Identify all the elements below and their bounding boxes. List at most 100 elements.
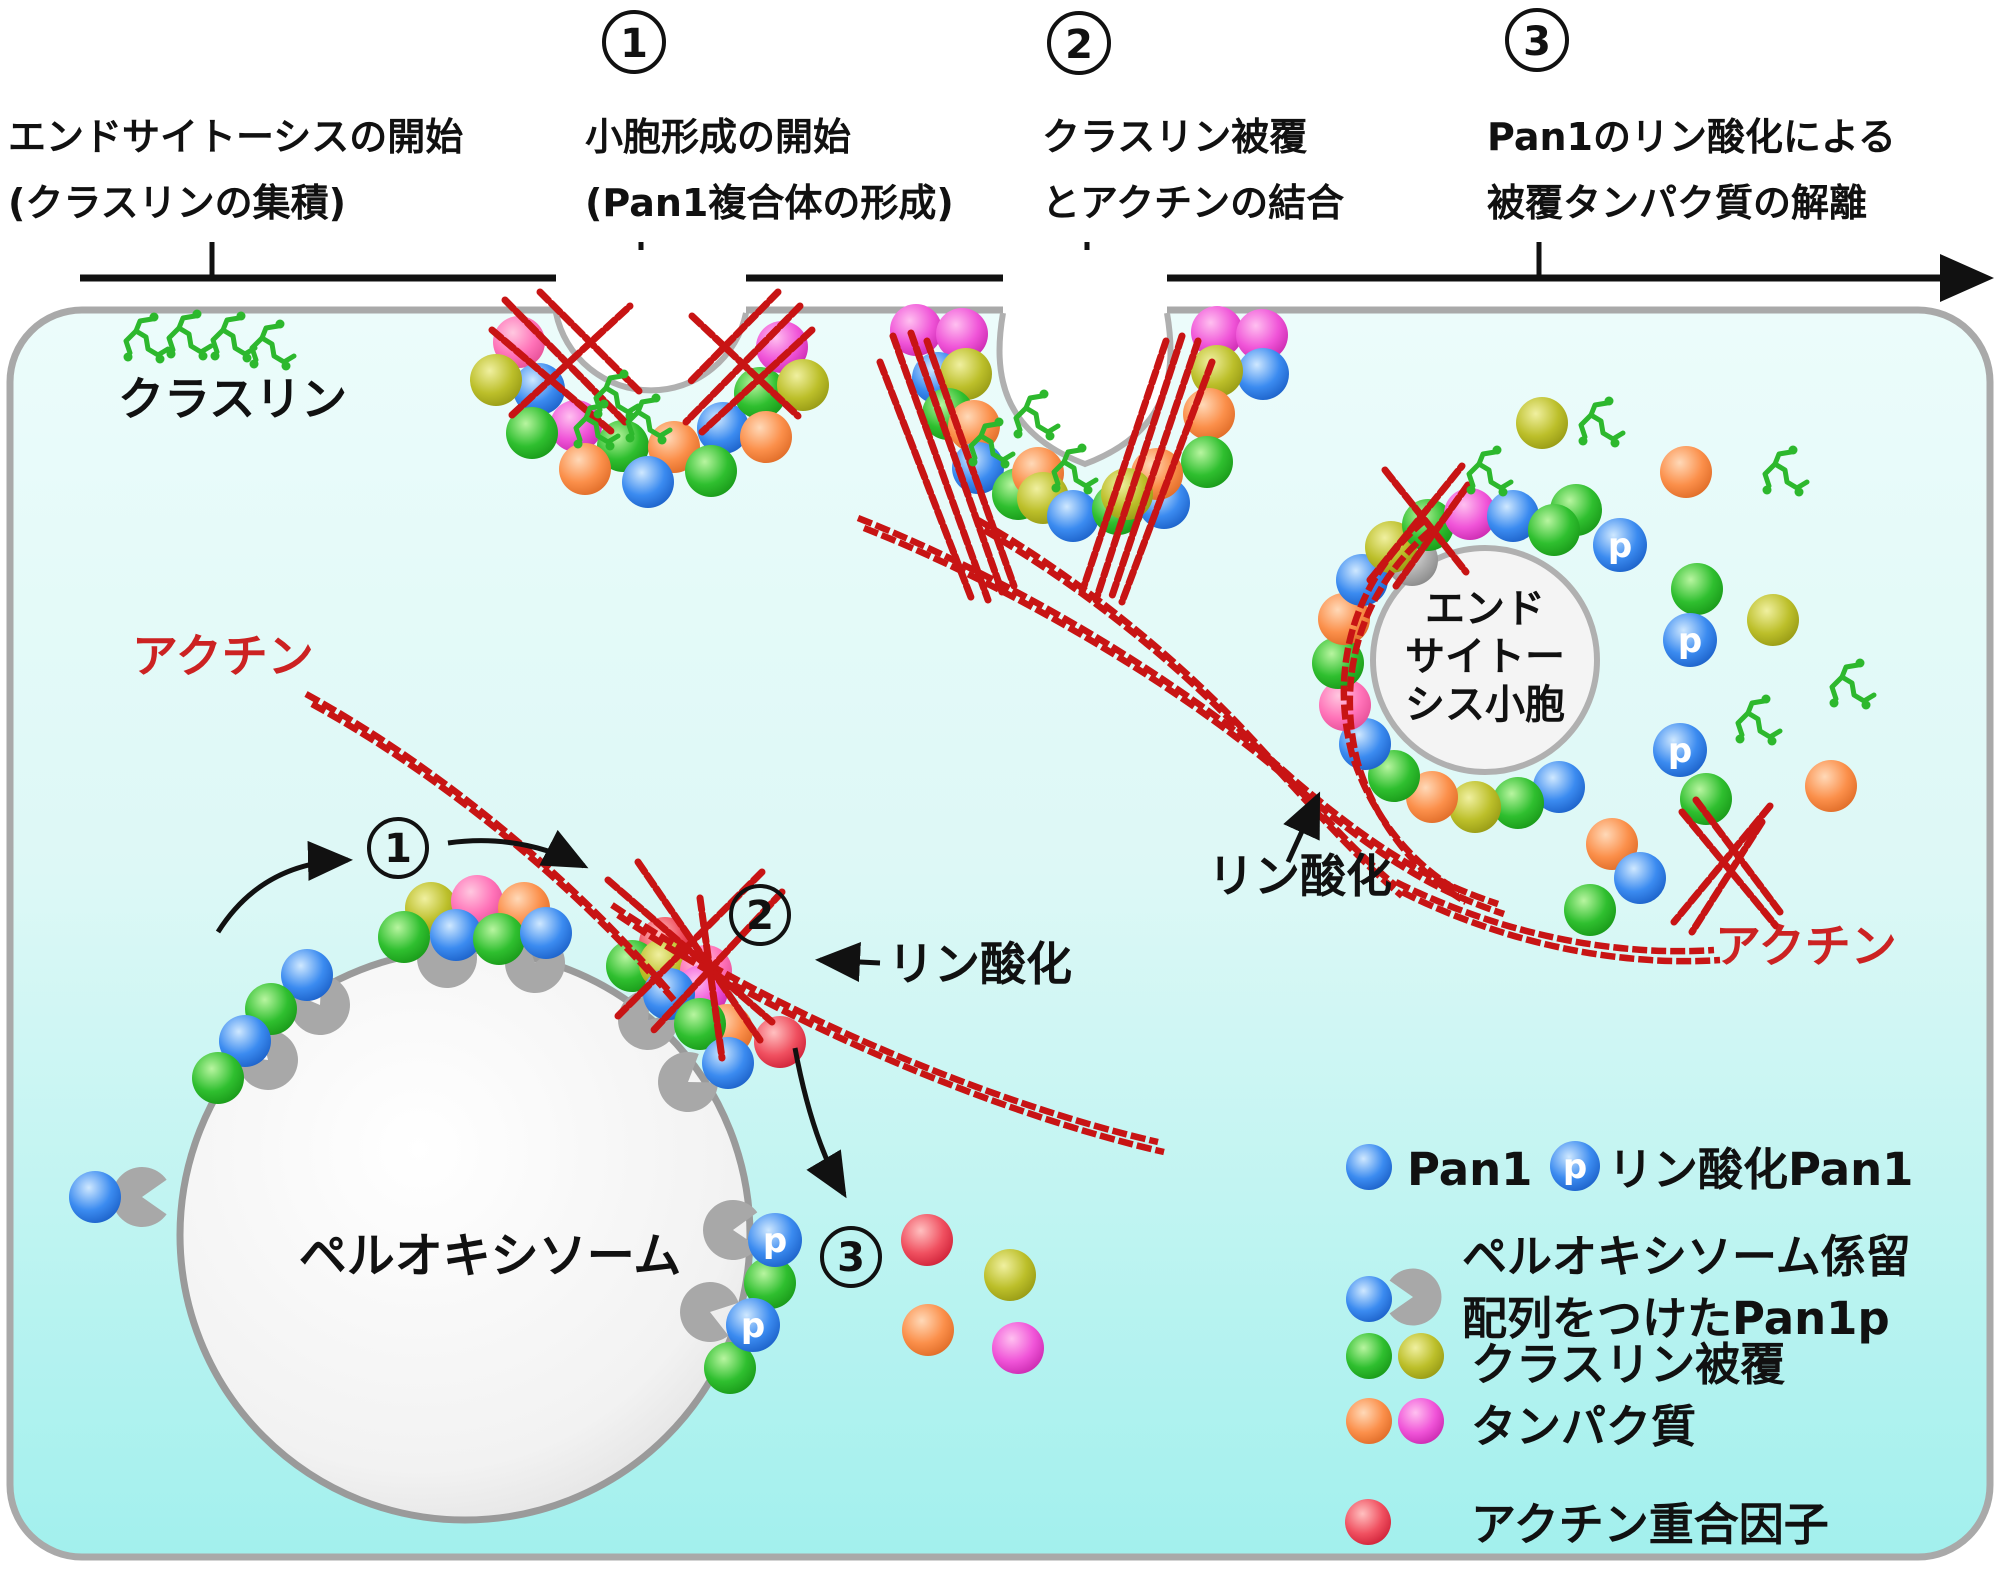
actin-bundle bbox=[876, 358, 976, 604]
p-glyph: p bbox=[1678, 621, 1702, 661]
pan1-ball bbox=[726, 1298, 780, 1352]
coated-pit-2 bbox=[999, 250, 1171, 464]
actin-filament bbox=[862, 524, 1506, 918]
protein-ball-green bbox=[378, 911, 430, 963]
legend-coat-magenta bbox=[1398, 1398, 1444, 1444]
phospho-pan1-ball: p bbox=[1653, 723, 1707, 777]
protein-ball-green bbox=[1680, 773, 1732, 825]
organelles: ペルオキシソーム エンド サイトー シス小胞 bbox=[176, 545, 1600, 1524]
protein-ball-blue bbox=[702, 1037, 754, 1089]
step-label-1: エンドサイトーシスの開始 (クラスリンの集積) bbox=[8, 115, 463, 225]
p-glyph: p bbox=[741, 1306, 765, 1346]
legend-phospho-pan1-label: リン酸化Pan1 bbox=[1608, 1143, 1914, 1196]
protein-ball-magenta bbox=[992, 1322, 1044, 1374]
actin-filaments bbox=[304, 288, 1784, 1156]
actin-filament bbox=[310, 701, 677, 1003]
actin-bundle bbox=[604, 876, 776, 1026]
actin-label-right: アクチン bbox=[1715, 919, 1897, 973]
actin-bundle bbox=[698, 326, 816, 436]
actin-bundle bbox=[907, 329, 1006, 596]
protein-ball-green bbox=[1528, 504, 1580, 556]
vesicle-label-line3: シス小胞 bbox=[1405, 682, 1565, 728]
phospho-pan1-ball: p bbox=[1593, 518, 1647, 572]
phosphorylation-label-mid: リン酸化 bbox=[888, 937, 1072, 991]
protein-ball-blue bbox=[520, 907, 572, 959]
p-glyph: p bbox=[1608, 526, 1632, 566]
protein-ball-blue bbox=[1533, 761, 1585, 813]
step-labels: エンドサイトーシスの開始 (クラスリンの集積) 1 小胞形成の開始 (Pan1複… bbox=[8, 8, 1896, 225]
step4-number-circle bbox=[1505, 8, 1569, 72]
step2-line2: (Pan1複合体の形成) bbox=[585, 181, 954, 225]
p-glyph: p bbox=[763, 1221, 787, 1261]
actin-bundle bbox=[686, 288, 782, 386]
actin-filament bbox=[616, 912, 1165, 1156]
cell-step2-circle bbox=[729, 884, 791, 946]
clathrin-label: クラスリン bbox=[118, 372, 347, 426]
pan1-ball bbox=[748, 1213, 802, 1267]
legend-coat-green bbox=[1346, 1333, 1392, 1379]
actin-bundle bbox=[1381, 466, 1470, 576]
arrow-step1-to-actin bbox=[447, 829, 589, 869]
actin-bundle bbox=[1670, 802, 1774, 926]
cell-step3-circle bbox=[820, 1226, 882, 1288]
legend-coat-orange bbox=[1346, 1398, 1392, 1444]
vesicle-label-line2: サイトー bbox=[1405, 634, 1565, 680]
protein-ball-green bbox=[506, 407, 558, 459]
protein-ball-olive bbox=[470, 354, 522, 406]
phospho-pan1-ball: p bbox=[1663, 613, 1717, 667]
protein-ball-blue bbox=[697, 402, 749, 454]
vesicle-label-line1: エンド bbox=[1425, 586, 1545, 632]
legend-tether-line2: 配列をつけたPan1p bbox=[1462, 1292, 1890, 1345]
protein-ball-green bbox=[1564, 884, 1616, 936]
protein-ball-green bbox=[473, 913, 525, 965]
step-label-2: 1 小胞形成の開始 (Pan1複合体の形成) bbox=[585, 10, 954, 225]
step2-line1: 小胞形成の開始 bbox=[585, 115, 851, 159]
cell-step2-number: 2 bbox=[746, 893, 774, 939]
protein-ball-green bbox=[704, 1342, 756, 1394]
protein-ball-orange bbox=[1805, 760, 1857, 812]
legend-tether-line1: ペルオキシソーム係留 bbox=[1462, 1230, 1911, 1283]
step3-line2: とアクチンの結合 bbox=[1042, 181, 1344, 225]
protein-ball-magenta bbox=[1191, 306, 1243, 358]
legend-coat-line1: クラスリン被覆 bbox=[1471, 1338, 1785, 1391]
legend-pan1-ball bbox=[1346, 1144, 1392, 1190]
protein-ball-orange bbox=[1406, 771, 1458, 823]
cell-step1-circle bbox=[367, 817, 429, 879]
step3-number-circle bbox=[1047, 11, 1111, 75]
protein-ball-orange bbox=[902, 1304, 954, 1356]
protein-ball-magenta bbox=[936, 308, 988, 360]
actin-bundle bbox=[696, 894, 726, 1062]
pan1-ball bbox=[1663, 613, 1717, 667]
actin-filament bbox=[1394, 879, 1715, 955]
protein-ball-green bbox=[734, 367, 786, 419]
annotations: クラスリン アクチン アクチン リン酸化 リン酸化 1 2 3 bbox=[118, 372, 1897, 1288]
actin-filament bbox=[982, 527, 1405, 899]
protein-ball-orange bbox=[740, 411, 792, 463]
protein-ball-green bbox=[744, 1257, 796, 1309]
pan1-ball bbox=[1593, 518, 1647, 572]
actin-bundle bbox=[688, 312, 802, 420]
protein-ball-olive bbox=[1747, 594, 1799, 646]
protein-ball-red bbox=[754, 1016, 806, 1068]
arrow-phospho-mid bbox=[815, 942, 881, 982]
phospho-pan1-ball: p bbox=[726, 1298, 780, 1352]
phospho-pan1-ball: p bbox=[748, 1213, 802, 1267]
protein-ball-orange bbox=[1318, 593, 1370, 645]
step2-number-circle bbox=[602, 10, 666, 74]
protein-ball-green bbox=[685, 445, 737, 497]
step3-number: 2 bbox=[1065, 22, 1093, 68]
actin-bundle bbox=[1118, 358, 1216, 606]
protein-ball-olive bbox=[1449, 781, 1501, 833]
step4-line2: 被覆タンパク質の解離 bbox=[1487, 181, 1867, 225]
legend-actin-factor-ball bbox=[1345, 1499, 1391, 1545]
actin-bundle bbox=[508, 302, 634, 419]
arrow-to-step3 bbox=[792, 1047, 847, 1199]
legend-coat-line2: タンパク質 bbox=[1471, 1400, 1696, 1453]
protein-ball-olive bbox=[1516, 397, 1568, 449]
actin-bundle bbox=[1366, 462, 1466, 584]
legend-pan1-label: Pan1 bbox=[1407, 1143, 1533, 1196]
protein-ball-blue bbox=[430, 909, 482, 961]
step2-number: 1 bbox=[620, 21, 648, 67]
protein-ball-red bbox=[901, 1214, 953, 1266]
